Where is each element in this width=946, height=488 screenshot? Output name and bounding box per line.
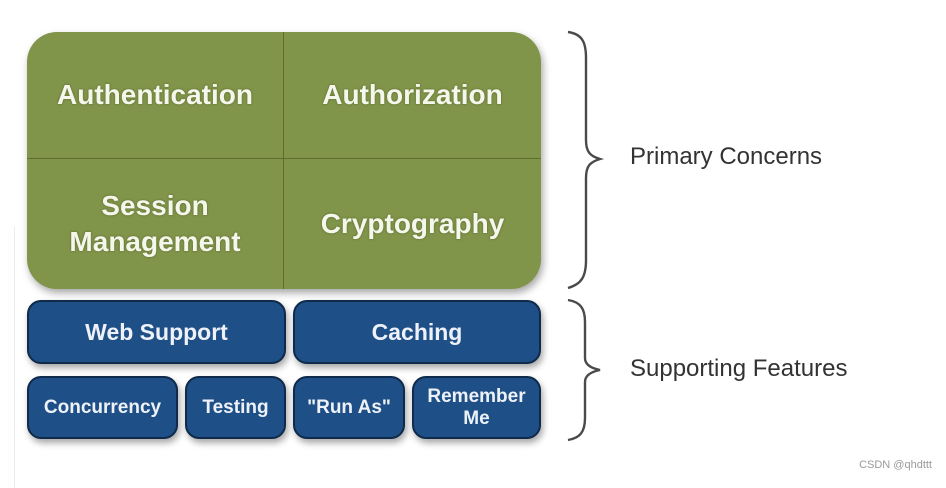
concurrency-label: Concurrency	[43, 396, 162, 418]
web-support-label: Web Support	[85, 318, 228, 345]
web-support-box: Web Support	[27, 300, 286, 364]
horizontal-divider	[27, 158, 541, 159]
watermark: CSDN @qhdttt	[859, 459, 932, 471]
session-management-label: Session Management	[69, 190, 241, 257]
remember-me-box: Remember Me	[412, 376, 541, 439]
authorization-label: Authorization	[322, 79, 503, 110]
authentication-label: Authentication	[57, 79, 253, 110]
authentication-cell: Authentication	[27, 32, 283, 158]
supporting-features-brace-icon	[567, 298, 601, 442]
primary-concerns-label: Primary Concerns	[630, 143, 823, 170]
caching-box: Caching	[293, 300, 541, 364]
session-management-cell: Session Management	[27, 159, 283, 289]
edge-divider	[14, 226, 15, 488]
testing-box: Testing	[185, 376, 286, 439]
run-as-box: "Run As"	[293, 376, 405, 439]
vertical-divider	[283, 32, 284, 289]
remember-me-label: Remember Me	[427, 385, 526, 429]
run-as-label: "Run As"	[307, 396, 391, 418]
cryptography-label: Cryptography	[320, 208, 505, 239]
supporting-features-label: Supporting Features	[630, 355, 848, 382]
authorization-cell: Authorization	[284, 32, 541, 158]
primary-concerns-brace-icon	[567, 30, 605, 290]
testing-label: Testing	[202, 396, 269, 418]
primary-concerns-block: Authentication Authorization Session Man…	[27, 32, 541, 289]
concurrency-box: Concurrency	[27, 376, 178, 439]
caching-label: Caching	[371, 318, 463, 345]
cryptography-cell: Cryptography	[284, 159, 541, 289]
